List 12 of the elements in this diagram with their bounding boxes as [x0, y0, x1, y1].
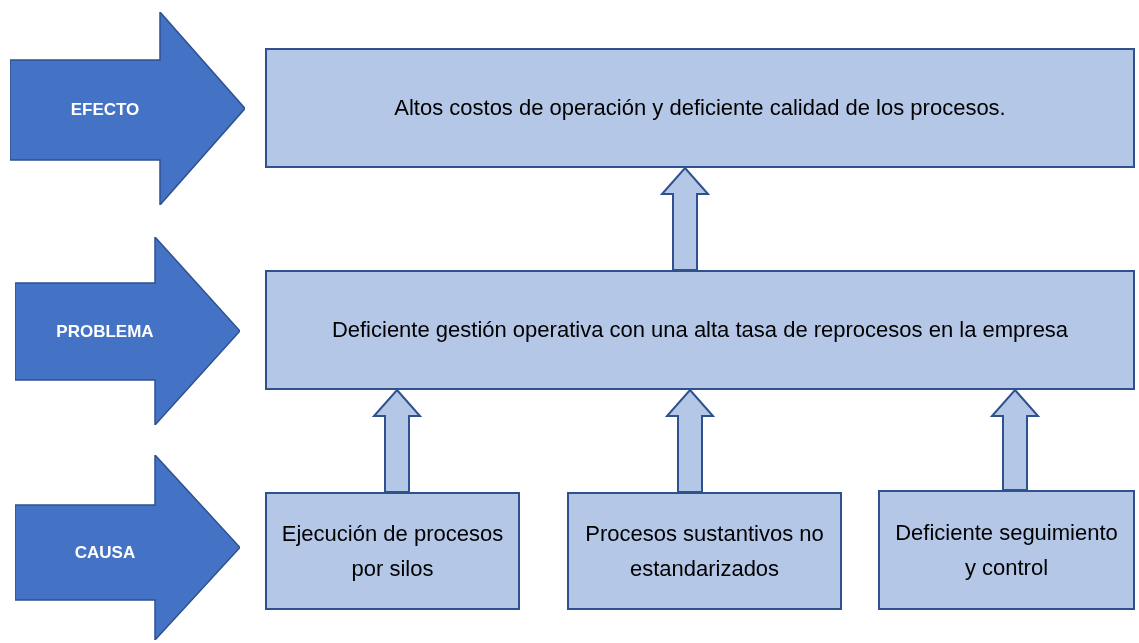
text-box: Ejecución de procesos por silos	[265, 492, 520, 610]
block-arrow	[664, 388, 716, 493]
block-arrow	[371, 388, 423, 493]
arrow-label: CAUSA	[74, 541, 136, 564]
text-box: Altos costos de operación y deficiente calidad de los procesos.	[265, 48, 1135, 168]
text-box: Procesos sustantivos no estandarizados	[567, 492, 842, 610]
text-box: Deficiente gestión operativa con una alta tasa de reprocesos en la empresa	[265, 270, 1135, 390]
block-arrow	[989, 388, 1041, 491]
text-box: Deficiente seguimiento y control	[878, 490, 1135, 610]
block-arrow	[659, 166, 711, 271]
arrow-label: PROBLEMA	[56, 320, 154, 343]
arrow-label: EFECTO	[70, 99, 140, 122]
